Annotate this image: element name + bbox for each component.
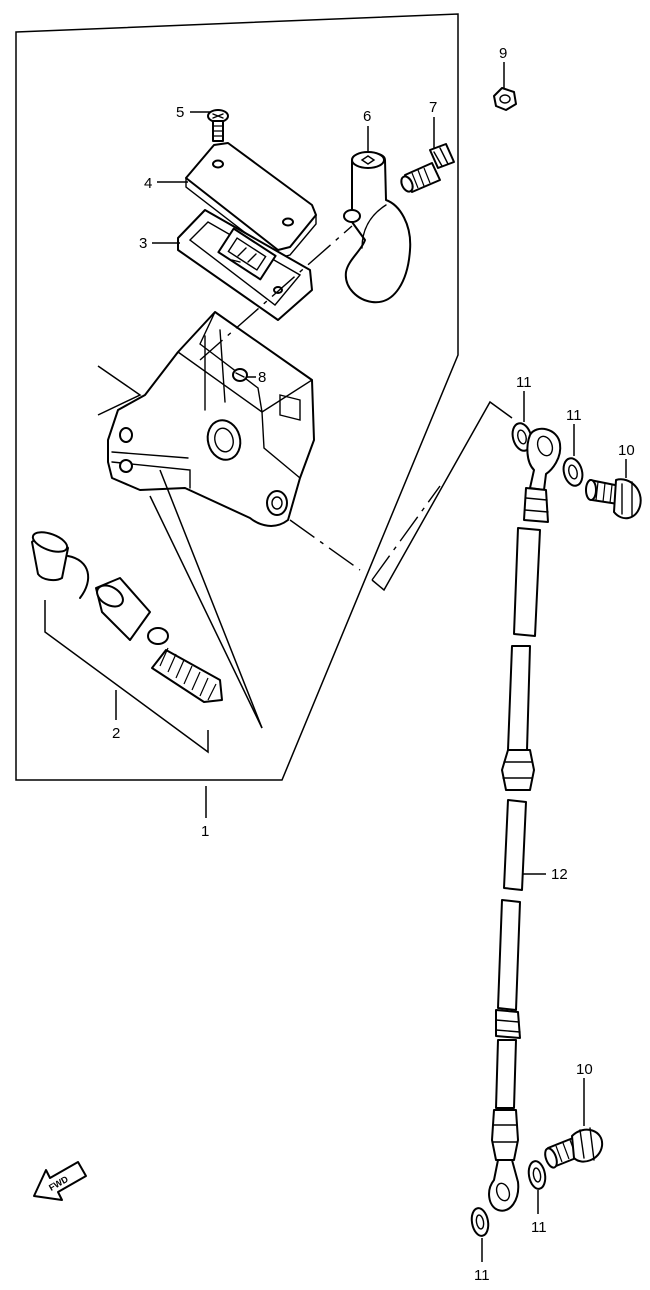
guide-dash-1 bbox=[199, 225, 353, 361]
part-5-screw bbox=[207, 109, 229, 142]
part-8-bleed-screw bbox=[232, 368, 248, 382]
part-7-bolt bbox=[400, 143, 455, 193]
callout-1: 1 bbox=[201, 823, 209, 840]
callout-11-top-right: 11 bbox=[566, 407, 582, 424]
guide-dash-2 bbox=[289, 519, 361, 571]
callout-9: 9 bbox=[499, 45, 507, 62]
callout-11-bottom-left: 11 bbox=[474, 1267, 490, 1284]
callout-10-bottom: 10 bbox=[576, 1061, 593, 1078]
part-4-reservoir-cap bbox=[185, 142, 317, 259]
guide-line-2 bbox=[149, 495, 263, 729]
part-1-master-cylinder-body bbox=[107, 311, 315, 527]
callout-8: 8 bbox=[258, 369, 266, 386]
part-11-washer-top-right bbox=[562, 457, 584, 487]
callout-6: 6 bbox=[363, 108, 371, 125]
callout-11-bottom-right: 11 bbox=[531, 1219, 547, 1236]
part-2-bracket bbox=[44, 600, 209, 754]
callout-11-top-left: 11 bbox=[516, 374, 532, 391]
part-9-cap-nut bbox=[493, 87, 517, 111]
callout-7: 7 bbox=[429, 99, 437, 116]
callout-5: 5 bbox=[176, 104, 184, 121]
callout-12: 12 bbox=[551, 866, 568, 883]
guide-dash-3 bbox=[371, 485, 441, 581]
part-12-brake-hose bbox=[488, 427, 562, 1212]
callout-4: 4 bbox=[144, 175, 152, 192]
fwd-arrow-icon: FWD bbox=[33, 1161, 87, 1201]
guide-line-3 bbox=[159, 469, 263, 729]
part-6-clamp bbox=[343, 151, 412, 304]
part-10-banjo-bolt-top bbox=[585, 478, 642, 520]
callout-3: 3 bbox=[139, 235, 147, 252]
part-11-washer-bottom-left bbox=[470, 1207, 490, 1237]
part-11-washer-bottom-right bbox=[527, 1160, 547, 1190]
callout-2: 2 bbox=[112, 725, 120, 742]
guide-line-1 bbox=[97, 365, 142, 416]
guide-solid-4 bbox=[371, 400, 513, 592]
callout-10-top: 10 bbox=[618, 442, 635, 459]
part-2-piston-kit bbox=[31, 531, 223, 703]
part-10-banjo-bolt-bottom bbox=[544, 1127, 604, 1169]
assembly-boundary bbox=[15, 13, 459, 781]
part-3-diaphragm bbox=[177, 209, 313, 321]
